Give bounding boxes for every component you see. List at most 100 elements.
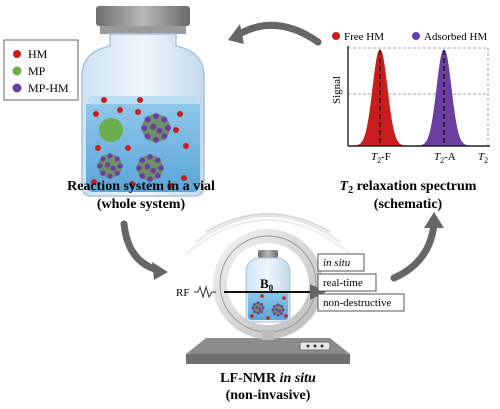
hm-dot xyxy=(95,145,101,151)
mphm-particle xyxy=(141,113,171,143)
mphm-particle-site xyxy=(144,133,151,140)
hm-dot xyxy=(129,181,135,187)
mphm-particle-site xyxy=(97,163,103,169)
signal-wave-3 xyxy=(185,219,351,255)
hm-dot xyxy=(135,109,141,115)
hm-dot xyxy=(181,175,187,181)
rf-label: RF xyxy=(176,287,189,299)
hm-dot xyxy=(183,143,189,149)
mphm-particle-site xyxy=(153,113,159,120)
nmr-button-2 xyxy=(313,344,317,348)
mphm-particle-site xyxy=(156,127,163,134)
mphm-particle-site xyxy=(158,165,164,171)
small-mphm-particle-site xyxy=(280,312,284,316)
arrow-nmr-to-spectrum-head xyxy=(424,212,444,228)
mphm-particle-site xyxy=(114,156,120,162)
small-mphm-particle-site xyxy=(258,307,261,311)
arrow-spectrum-to-vial xyxy=(232,21,322,46)
magnet-stand xyxy=(262,330,274,340)
feature-non-destructive: non-destructive xyxy=(323,297,392,309)
hm-dot xyxy=(137,97,143,103)
t2-spectrum: Free HM Adsorbed HM Signal T2-F T2-A T2 xyxy=(331,31,490,165)
arrow-nmr-to-spectrum xyxy=(390,220,438,282)
small-mphm-particle-site xyxy=(280,304,284,308)
signal-wave-1 xyxy=(205,213,331,233)
nmr-caption-line1: LF-NMR in situ xyxy=(220,371,316,386)
small-vial-particles xyxy=(250,294,288,320)
mphm-particle-site xyxy=(147,176,153,182)
vial-caption-line2: (whole system) xyxy=(97,197,186,212)
mphm-particle-site xyxy=(110,165,116,171)
hm-dot xyxy=(177,111,183,117)
small-mphm-particle-site xyxy=(256,301,260,305)
spectrum-caption-line1: T2 relaxation spectrum xyxy=(340,179,477,196)
mphm-particle xyxy=(97,153,123,179)
small-mphm-particle xyxy=(271,303,285,317)
mphm-particle-site xyxy=(100,170,106,176)
mphm-particle-site xyxy=(100,156,106,162)
vial-particles xyxy=(91,97,189,189)
mphm-particle-site xyxy=(107,173,113,179)
legend-hm-swatch xyxy=(13,50,21,58)
vial-caption-line1: Reaction system in a vial xyxy=(67,179,215,194)
small-vial-cap xyxy=(258,250,278,258)
spectrum-legend-adsorbed: Adsorbed HM xyxy=(424,31,487,43)
feature-box-real-time xyxy=(317,273,377,292)
small-mphm-particle-site xyxy=(272,312,276,316)
spectrum-legend-free-dot xyxy=(332,32,340,40)
arrow-spectrum-to-vial-head xyxy=(228,24,244,44)
spectrum-ylabel: Signal xyxy=(331,76,343,104)
legend-mp-swatch xyxy=(12,66,22,76)
small-mphm-particle-site xyxy=(251,306,255,310)
nmr-caption-line2: (non-invasive) xyxy=(226,388,311,403)
mphm-particle-site xyxy=(139,157,145,163)
small-mphm-particle-site xyxy=(255,306,259,309)
small-hm-dot xyxy=(266,316,270,320)
mphm-particle-site xyxy=(117,163,123,169)
mphm-particle-site xyxy=(150,123,157,130)
spectrum-legend-free: Free HM xyxy=(344,31,384,43)
small-mphm-particle-site xyxy=(275,308,279,311)
b0-label: B0 xyxy=(260,276,274,293)
mphm-particle-site xyxy=(155,157,161,163)
mphm-particle-site xyxy=(136,165,142,171)
spectrum-xlabel: T2 xyxy=(478,151,488,165)
feature-in-situ: in situ xyxy=(323,257,351,269)
spectrum-legend-adsorbed-dot xyxy=(412,32,420,40)
hm-dot xyxy=(101,97,107,103)
lf-nmr-instrument: B0 RF in situ real-time non-destructive xyxy=(176,213,405,364)
signal-wave-2 xyxy=(195,215,341,243)
small-hm-dot xyxy=(260,294,264,298)
mphm-particle xyxy=(136,154,164,182)
feature-real-time: real-time xyxy=(323,277,363,289)
nmr-button-3 xyxy=(320,344,324,348)
mphm-particle-site xyxy=(164,125,171,131)
small-hm-dot xyxy=(284,314,288,318)
mphm-particle-site xyxy=(105,162,111,168)
particle-legend: HM MP MP-HM xyxy=(3,39,79,101)
spectrum-caption-line2: (schematic) xyxy=(374,197,443,212)
feature-box-non-destructive xyxy=(317,293,405,312)
feature-box-in-situ xyxy=(317,253,365,272)
small-hm-dot xyxy=(282,296,286,300)
hm-dot xyxy=(173,127,179,133)
mphm-particle-site xyxy=(161,116,168,123)
mphm-particle-site xyxy=(155,173,161,179)
mphm-particle-site xyxy=(161,133,168,140)
hm-dot xyxy=(117,107,123,113)
small-mphm-particle xyxy=(251,301,265,315)
arrow-vial-to-nmr-head xyxy=(152,262,168,280)
small-mphm-particle-site xyxy=(252,310,256,314)
small-mphm-particle-site xyxy=(260,302,264,306)
legend-hm-label: HM xyxy=(28,47,48,61)
small-hm-dot xyxy=(250,314,254,318)
hm-dot xyxy=(93,111,99,117)
mphm-particle-site xyxy=(139,173,145,179)
legend-mp-label: MP xyxy=(28,64,46,78)
legend-mphm-label: MP-HM xyxy=(28,81,69,95)
small-mphm-particle-site xyxy=(276,313,280,317)
mphm-particle-site xyxy=(153,136,159,143)
tick-t2-adsorbed: T2-A xyxy=(434,151,456,165)
